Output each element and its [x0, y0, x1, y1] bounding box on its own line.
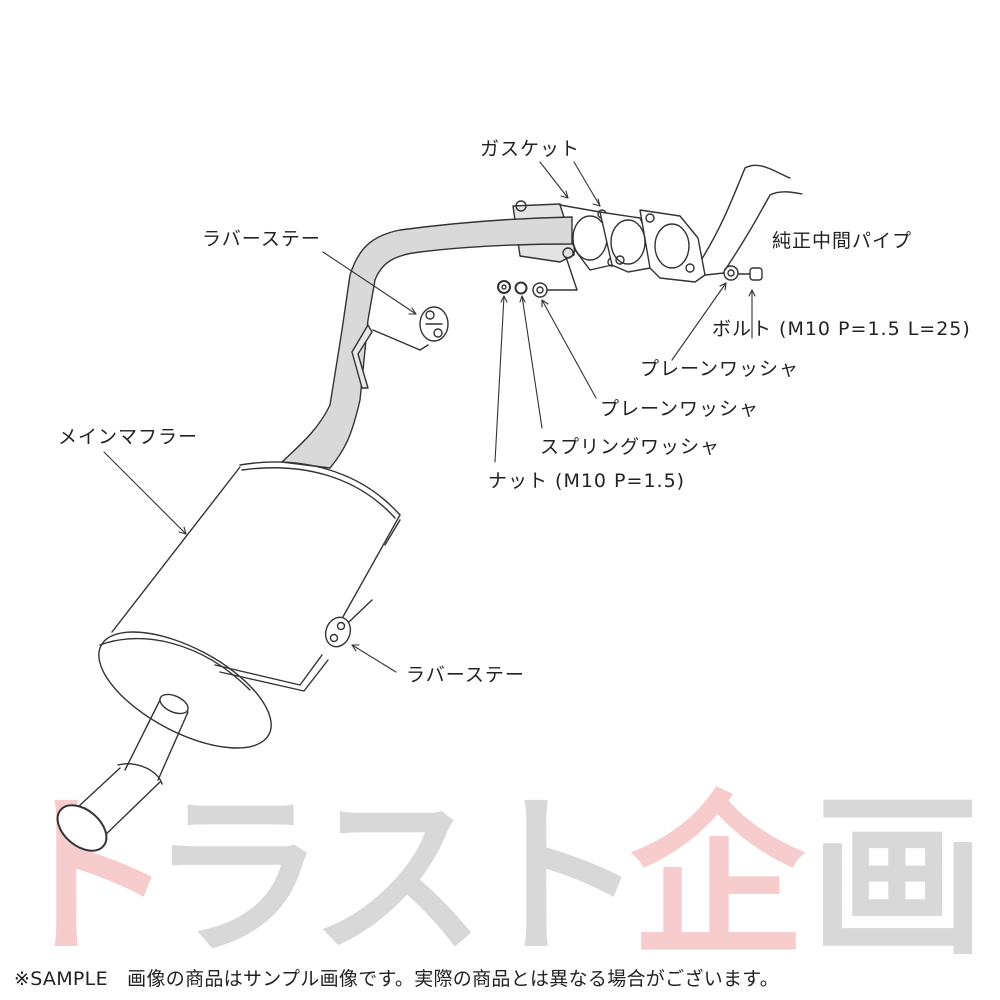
tailpipe [56, 693, 189, 852]
oem-mid-pipe [699, 164, 803, 271]
rubber-stay-bottom-part [324, 616, 352, 648]
label-gasket: ガスケット [480, 138, 581, 160]
label-nut: ナット (M10 P=1.5) [488, 470, 686, 492]
sample-disclaimer: ※SAMPLE 画像の商品はサンプル画像です。実際の商品とは異なる場合がございま… [14, 968, 780, 990]
watermark-char: 企 [630, 775, 805, 980]
label-plain-washer-left: プレーンワッシャ [600, 398, 760, 420]
hardware-left [497, 256, 578, 298]
label-rubber-stay-bottom: ラバーステー [406, 664, 525, 686]
label-main-muffler: メインマフラー [58, 426, 199, 448]
watermark-char: ス [310, 775, 485, 980]
watermark-char: 画 [810, 775, 985, 980]
label-oem-mid-pipe: 純正中間パイプ [772, 230, 913, 252]
label-spring-washer: スプリングワッシャ [540, 436, 721, 458]
rubber-stay-top-part [419, 306, 449, 342]
main-muffler-part [98, 461, 401, 749]
label-rubber-stay-top: ラバーステー [202, 228, 321, 250]
watermark-char: ト [470, 775, 645, 980]
watermark-char: ラ [150, 775, 325, 980]
leader-lines [103, 161, 756, 673]
label-plain-washer-right: プレーンワッシャ [640, 358, 800, 380]
hardware-right [704, 265, 763, 281]
label-bolt: ボルト (M10 P=1.5 L=25) [712, 318, 971, 340]
